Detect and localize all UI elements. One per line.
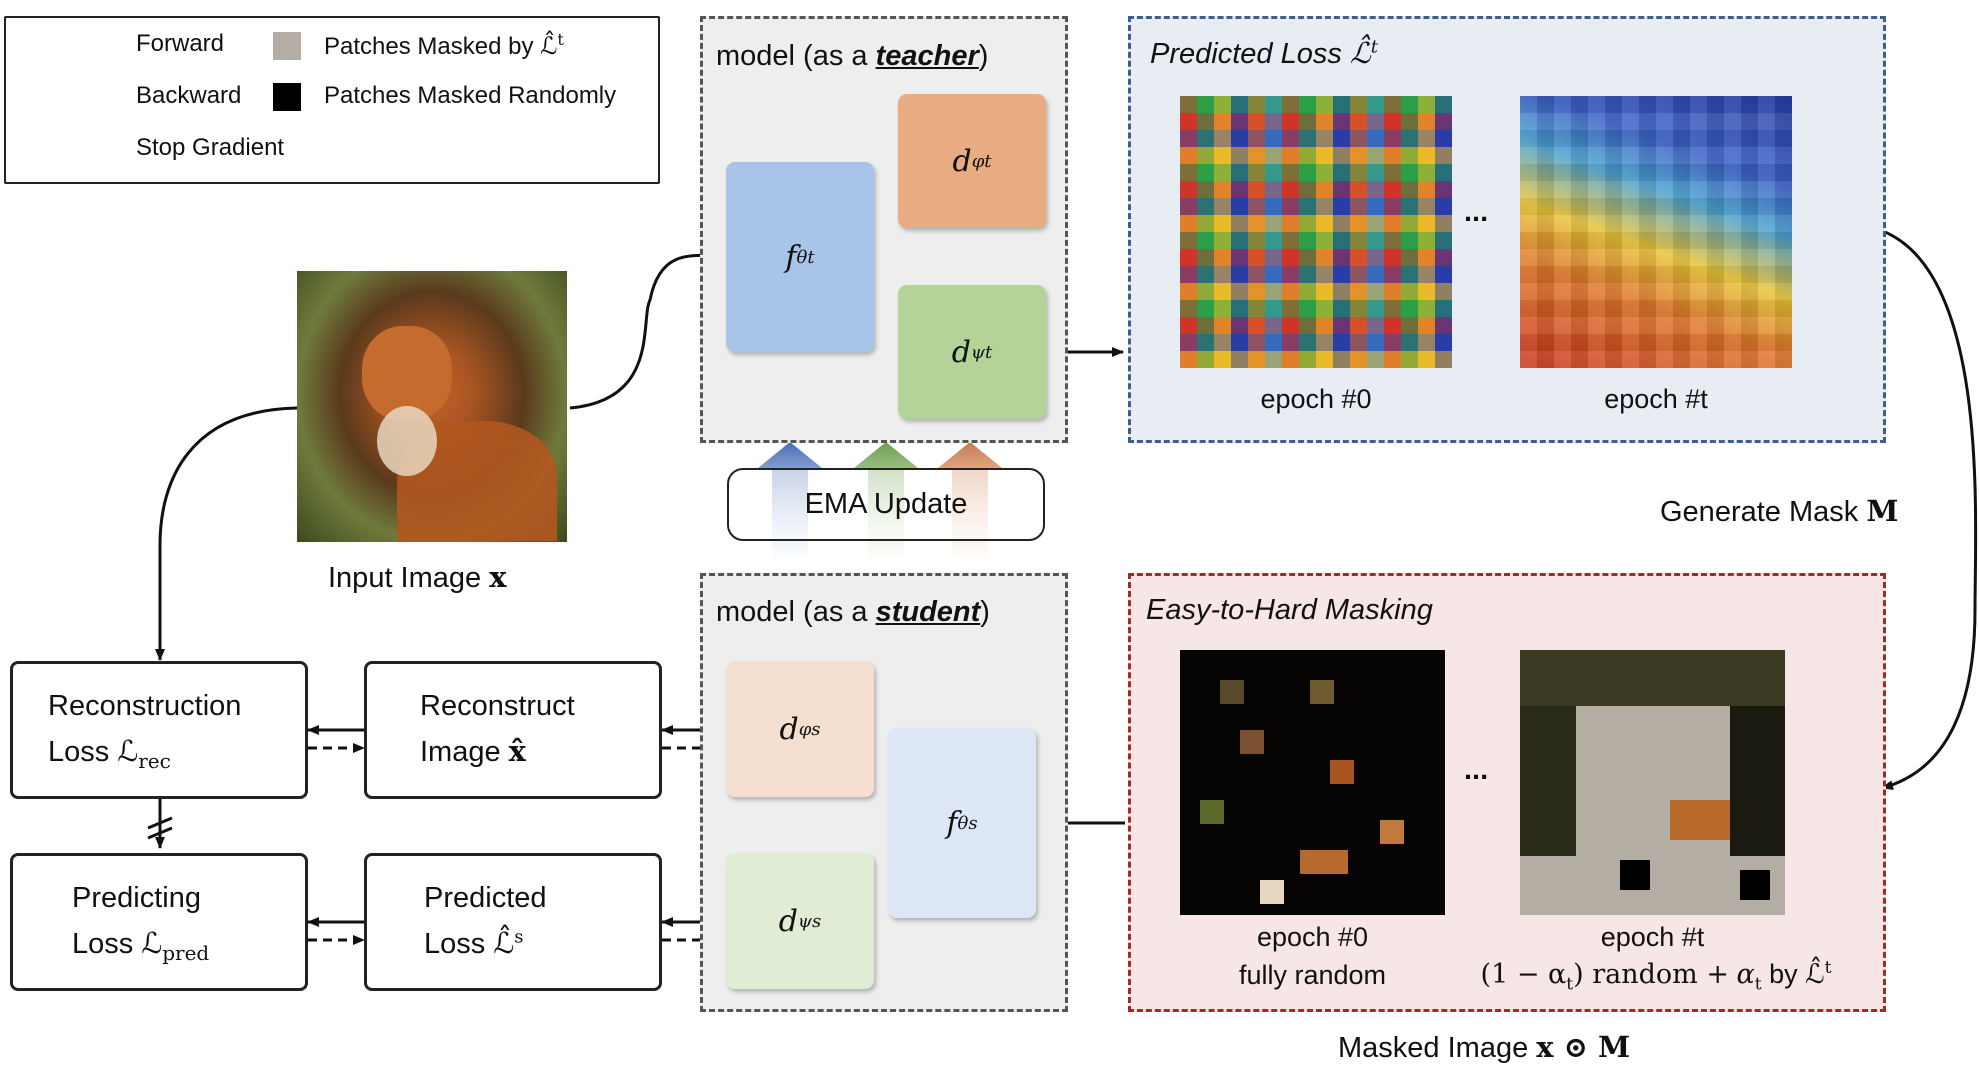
reconstruction-loss-symbol: ℒ <box>117 734 139 768</box>
predicted-loss-ellipsis: ... <box>1464 196 1489 228</box>
predicting-loss-box <box>10 853 308 991</box>
easy-to-hard-title: Easy-to-Hard Masking <box>1146 594 1433 626</box>
generate-mask-arrow <box>1879 228 1978 791</box>
ema-update-box: EMA Update <box>727 468 1045 541</box>
teacher-title: model (as a teacher) <box>716 40 989 72</box>
legend-masked-by-label: Patches Masked by ℒ̂t <box>324 30 564 60</box>
predicted-loss-title: Predicted Loss ℒ̂t <box>1150 36 1379 70</box>
student-title: model (as a student) <box>716 596 990 628</box>
masked-caption-right-2: (1 − αt) random + αt by ℒ̂t <box>1480 958 1832 995</box>
heatmap-epoch-0 <box>1180 96 1452 368</box>
teacher-role: teacher <box>875 40 979 72</box>
masked-image-label: Masked Image x ⊙ M <box>1338 1030 1631 1064</box>
legend-masked-by-sup: t <box>557 30 564 49</box>
predicting-loss-symbol: ℒ <box>141 926 163 960</box>
masked-ellipsis: ... <box>1464 754 1489 786</box>
masked-epoch-t <box>1520 650 1785 915</box>
reconstruct-image-line2: Image x̂ <box>420 734 526 768</box>
reconstruction-loss-box <box>10 661 308 799</box>
heatmap-caption-left: epoch #0 <box>1260 384 1372 414</box>
reconstruct-image-symbol: x̂ <box>508 734 526 768</box>
legend-stopgrad-label: Stop Gradient <box>136 134 285 161</box>
legend-backward-label: Backward <box>136 82 242 109</box>
input-image-caption: Input Image x <box>328 560 507 594</box>
legend-gray-swatch <box>273 32 301 60</box>
input-image <box>297 271 567 542</box>
heatmap-caption-right: epoch #t <box>1604 384 1708 414</box>
masked-caption-left-2: fully random <box>1238 960 1387 990</box>
reconstruct-image-line1: Reconstruct <box>420 690 575 722</box>
masked-caption-right-1: epoch #t <box>1600 922 1705 952</box>
legend-black-swatch <box>273 83 301 111</box>
reconstruct-image-box <box>364 661 662 799</box>
predicting-loss-line2: Loss ℒpred <box>72 926 210 965</box>
masked-epoch-0 <box>1180 650 1445 915</box>
predicting-loss-line1: Predicting <box>72 882 201 914</box>
predicted-loss-symbol: ℒ̂ <box>493 926 515 960</box>
reconstruction-loss-line2: Loss ℒrec <box>48 734 171 773</box>
ema-update-label: EMA Update <box>804 488 968 520</box>
reconstruction-loss-line1: Reconstruction <box>48 690 242 722</box>
generate-mask-symbol: M <box>1866 494 1899 528</box>
legend-masked-randomly-label: Patches Masked Randomly <box>324 82 617 109</box>
image-to-recloss-arrow <box>155 406 298 661</box>
predicted-loss-line2: Loss ℒ̂s <box>424 926 524 960</box>
image-to-teacher-arrow <box>569 250 723 410</box>
fox-chest <box>377 406 437 476</box>
input-image-symbol: x <box>489 560 507 594</box>
masked-image-symbol: x ⊙ M <box>1536 1030 1631 1064</box>
legend-box <box>4 16 660 184</box>
masked-caption-left-1: epoch #0 <box>1256 922 1369 952</box>
fox-face <box>362 326 452 421</box>
generate-mask-label: Generate Mask M <box>1660 494 1899 528</box>
heatmap-epoch-t <box>1520 96 1792 368</box>
student-role: student <box>875 596 981 628</box>
legend-masked-by-symbol: ℒ̂ <box>540 32 558 60</box>
predicted-loss-box <box>364 853 662 991</box>
legend-forward-label: Forward <box>136 30 225 57</box>
predicted-loss-line1: Predicted <box>424 882 547 914</box>
